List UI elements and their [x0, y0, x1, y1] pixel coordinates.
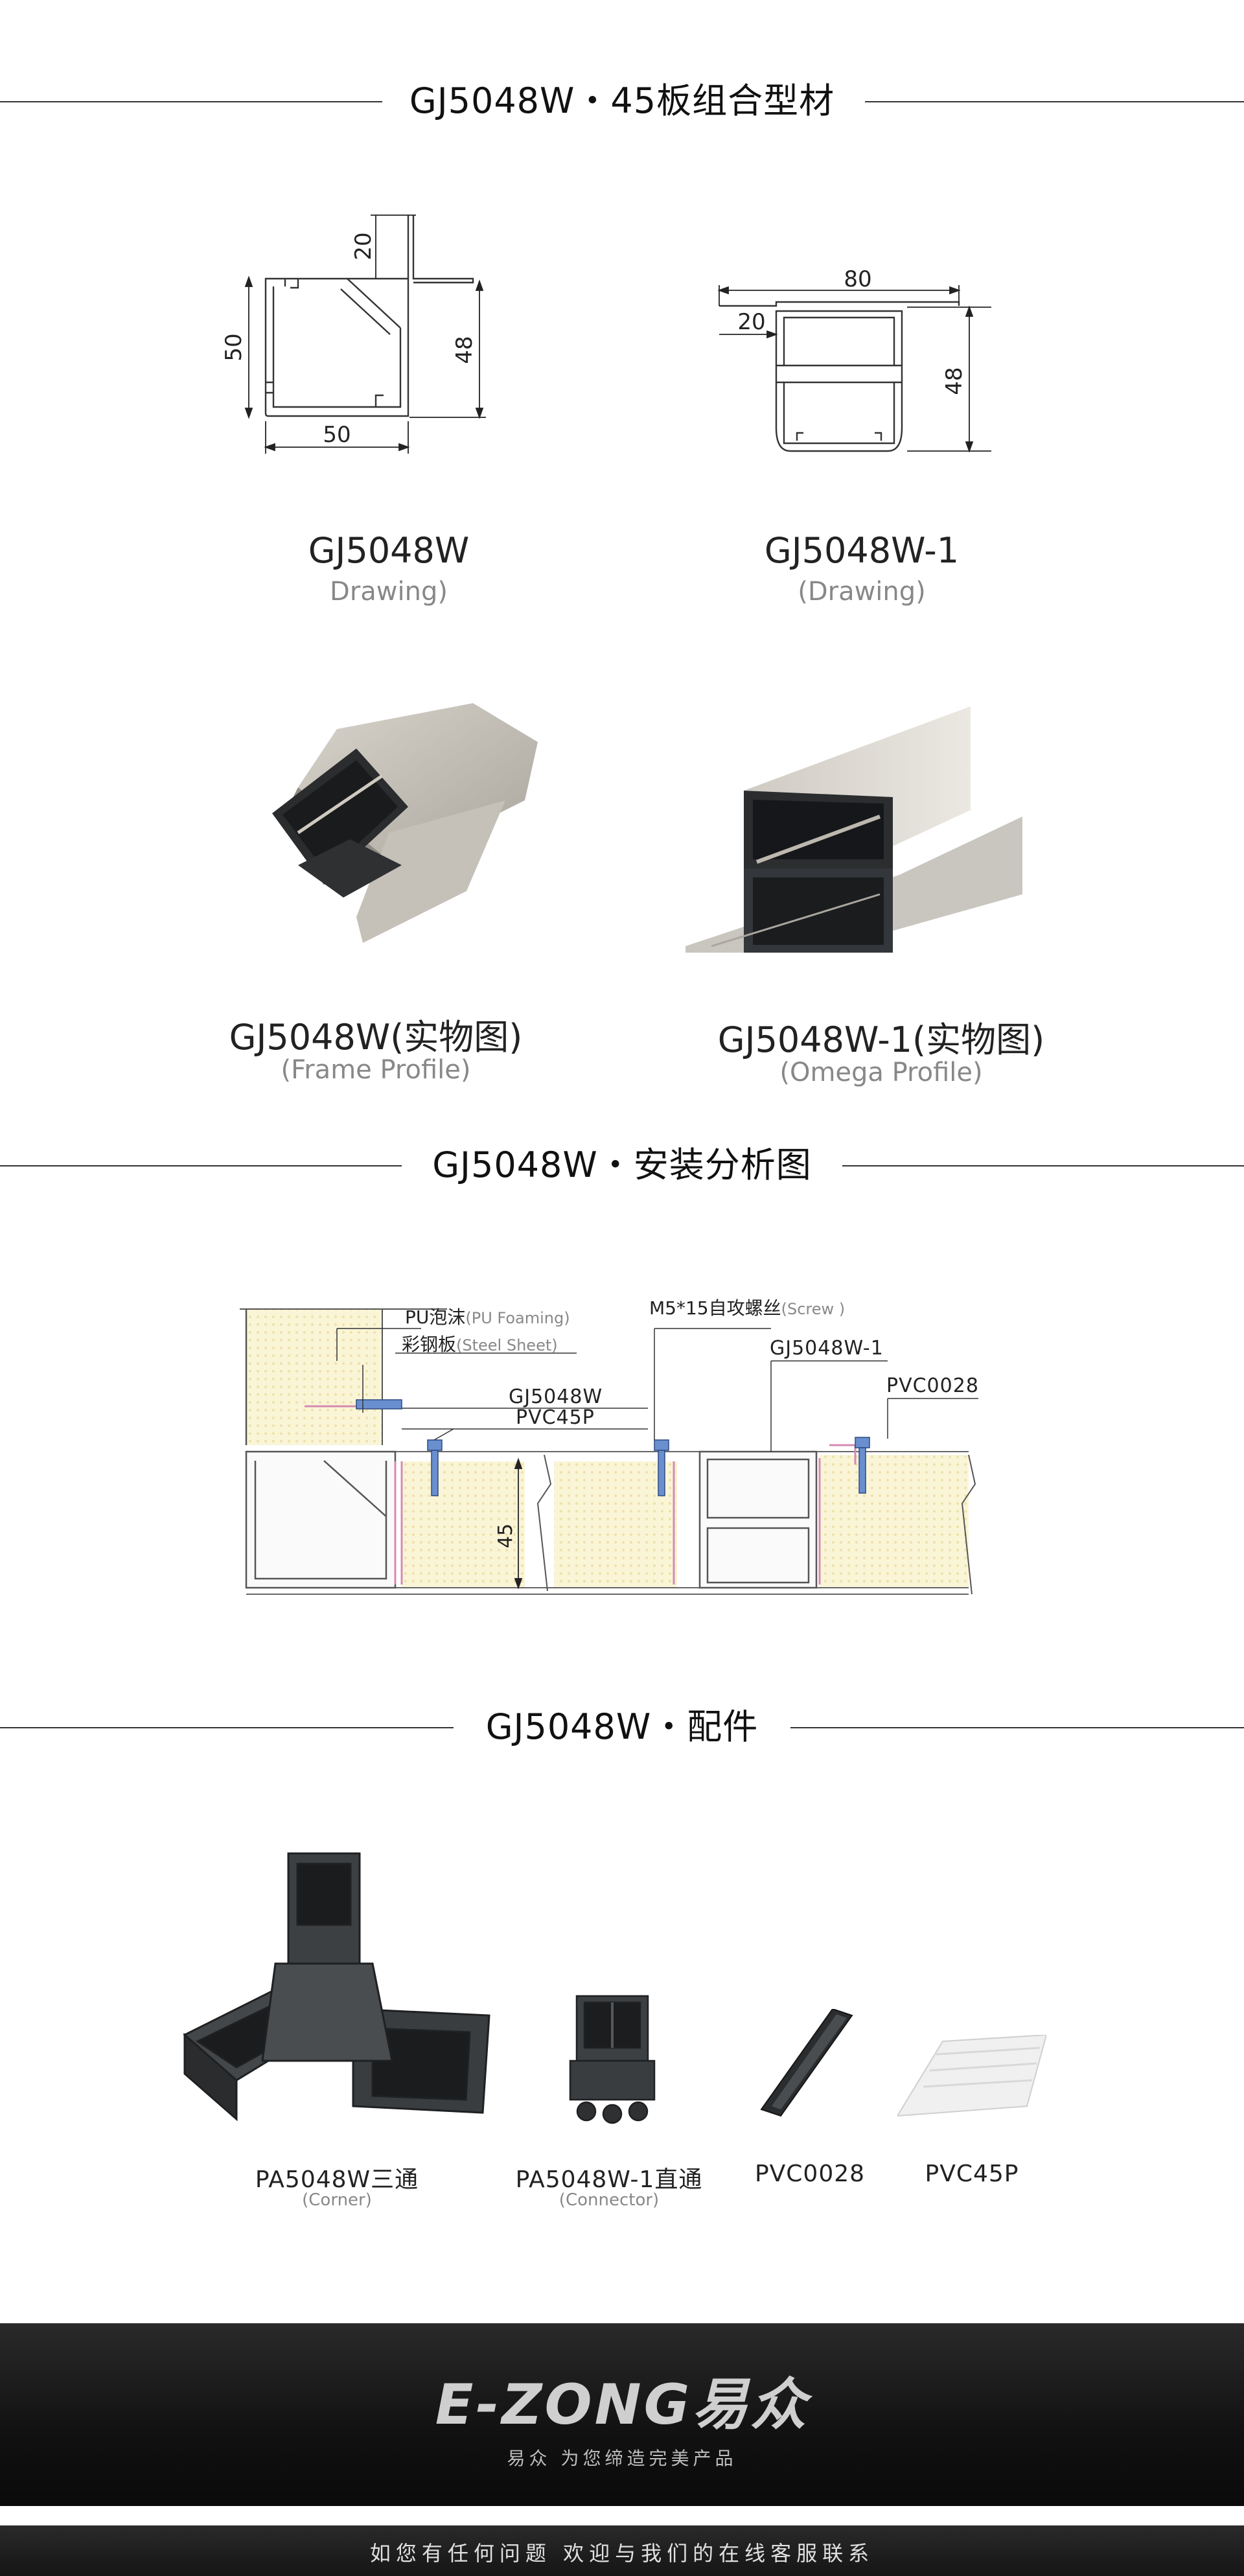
caption-drawing-left: GJ5048W — [308, 530, 470, 571]
accessory-corner-sub: (Corner) — [302, 2190, 372, 2210]
label-pu-foam-en: (PU Foaming) — [465, 1309, 570, 1327]
header-rule-right — [865, 101, 1244, 102]
section-title: GJ5048W・45板组合型材 — [387, 80, 857, 121]
footer-band — [0, 2323, 1244, 2506]
header-rule-right — [842, 1165, 1244, 1166]
label-pu-foam: PU泡沫 — [405, 1306, 465, 1328]
caption-drawing-right-sub: (Drawing) — [798, 577, 926, 607]
photo-omega-profile — [685, 706, 1022, 953]
footer-contact-bar — [0, 2525, 1244, 2576]
header-rule-left — [0, 1165, 402, 1166]
dim-50-width: 50 — [323, 422, 351, 448]
brand-logo: E-ZONG易众 — [435, 2373, 809, 2437]
photo-frame-profile — [272, 703, 538, 943]
dim-48: 48 — [452, 336, 478, 364]
section-header-accessories: GJ5048W・配件 — [0, 1701, 1244, 1753]
dim-48: 48 — [941, 367, 967, 395]
dim-80: 80 — [844, 266, 871, 292]
dim-20: 20 — [737, 309, 765, 335]
brand-slogan: 易众 为您缔造完美产品 — [507, 2448, 737, 2469]
section-header-install: GJ5048W・安装分析图 — [0, 1139, 1244, 1191]
section-header-profiles: GJ5048W・45板组合型材 — [0, 75, 1244, 127]
caption-drawing-left-sub: Drawing) — [330, 577, 448, 607]
drawing-gj5048w-1: 80 20 48 — [717, 266, 991, 453]
label-screw-en: (Screw ) — [781, 1300, 846, 1318]
svg-text:PU泡沫(PU Foaming): PU泡沫(PU Foaming) — [405, 1306, 570, 1328]
header-rule-left — [0, 101, 382, 102]
accessory-connector-label: PA5048W-1直通 — [515, 2166, 703, 2193]
accessory-pvc45p-label: PVC45P — [925, 2161, 1019, 2187]
dim-20: 20 — [351, 232, 376, 260]
label-gj5048w: GJ5048W — [509, 1386, 603, 1408]
svg-text:彩钢板(Steel Sheet): 彩钢板(Steel Sheet) — [402, 1334, 558, 1355]
accessory-corner-image — [183, 1852, 490, 2122]
section-title: GJ5048W・安装分析图 — [410, 1144, 834, 1185]
accessory-connector-sub: (Connector) — [559, 2190, 660, 2210]
accessory-corner-label: PA5048W三通 — [255, 2166, 419, 2193]
label-pvc45p: PVC45P — [516, 1406, 595, 1429]
dim-50-height: 50 — [221, 333, 247, 361]
drawing-gj5048w: 20 50 48 50 — [221, 215, 486, 454]
dim-45: 45 — [494, 1524, 517, 1548]
installation-diagram: 45 PU泡沫(PU Foaming) 彩钢板(Steel Sheet) M5*… — [240, 1297, 979, 1595]
caption-drawing-right: GJ5048W-1 — [764, 530, 960, 571]
footer-separator — [0, 2506, 1244, 2525]
accessory-pvc0028-image — [760, 2009, 853, 2117]
svg-text:M5*15自攻螺丝(Screw ): M5*15自攻螺丝(Screw ) — [649, 1297, 845, 1319]
accessory-connector-image — [569, 1995, 656, 2124]
header-rule-right — [790, 1727, 1244, 1728]
caption-photo-right: GJ5048W-1(实物图) — [717, 1019, 1045, 1060]
section-title: GJ5048W・配件 — [463, 1706, 781, 1747]
accessory-pvc45p-image — [897, 2035, 1046, 2117]
caption-photo-right-sub: (Omega Profile) — [779, 1058, 983, 1087]
label-steel-sheet-en: (Steel Sheet) — [456, 1336, 558, 1354]
label-gj5048w-1: GJ5048W-1 — [770, 1337, 884, 1360]
label-steel-sheet: 彩钢板 — [402, 1334, 456, 1355]
label-pvc0028: PVC0028 — [886, 1375, 979, 1397]
caption-photo-left-sub: (Frame Profile) — [281, 1055, 471, 1085]
caption-photo-left: GJ5048W(实物图) — [229, 1017, 523, 1058]
contact-text: 如您有任何问题 欢迎与我们的在线客服联系 — [369, 2541, 875, 2566]
accessory-pvc0028-label: PVC0028 — [754, 2161, 866, 2187]
label-screw: M5*15自攻螺丝 — [649, 1297, 781, 1319]
header-rule-left — [0, 1727, 454, 1728]
